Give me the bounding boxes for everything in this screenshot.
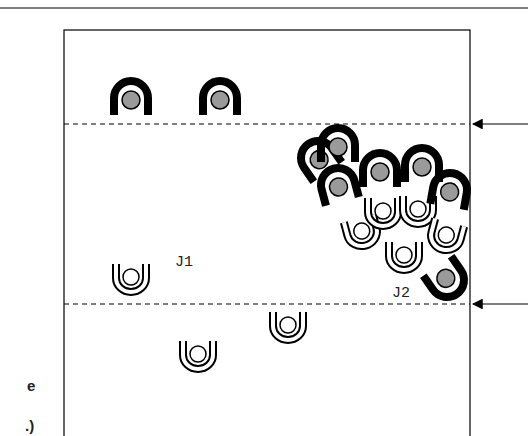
player-white	[428, 219, 464, 254]
margin-text: e	[26, 378, 36, 393]
dashed-line	[64, 124, 470, 125]
player-black	[321, 128, 355, 162]
dashed-line	[64, 304, 470, 305]
player-white	[183, 341, 213, 369]
player-black	[317, 164, 359, 206]
player-black	[423, 256, 470, 303]
player-white	[273, 312, 303, 340]
player-black	[114, 81, 148, 115]
court-outline	[64, 30, 470, 436]
player-black	[203, 81, 237, 115]
player-black	[430, 170, 469, 209]
pointer-arrow	[473, 123, 528, 124]
player-black	[363, 153, 397, 187]
player-label: J2	[391, 286, 411, 301]
player-white	[389, 242, 419, 270]
player-label: J1	[174, 255, 194, 270]
margin-text: .)	[24, 418, 35, 433]
player-white	[368, 198, 398, 226]
top-rule	[0, 8, 528, 9]
player-white	[116, 264, 146, 292]
pointer-arrow	[473, 303, 528, 304]
